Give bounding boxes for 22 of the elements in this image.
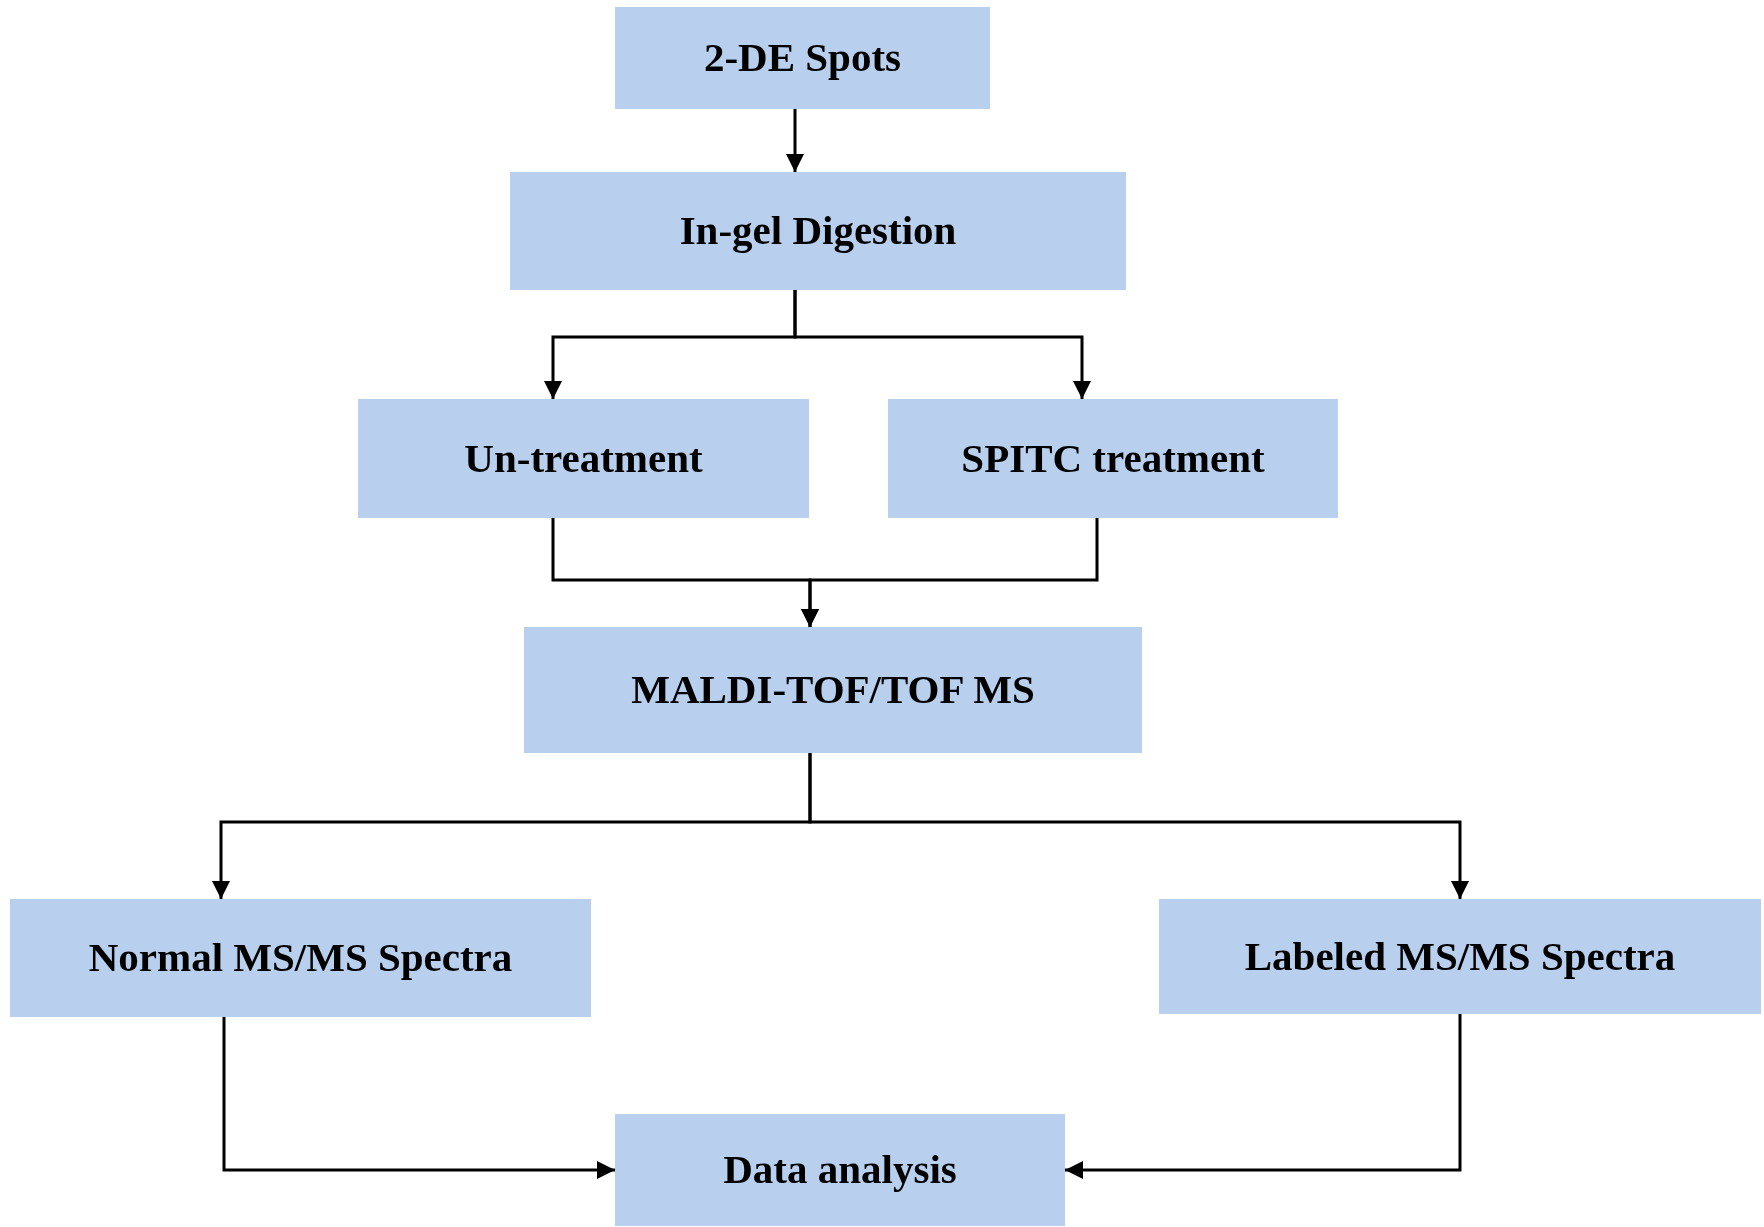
process-box (888, 399, 1338, 518)
box-label: Normal MS/MS Spectra (88, 933, 513, 983)
process-box (524, 627, 1142, 753)
arrow (786, 109, 804, 172)
process-box (510, 172, 1126, 290)
box-label: In-gel Digestion (679, 206, 957, 256)
box-label: Data analysis (723, 1145, 957, 1195)
process-box (1159, 899, 1761, 1014)
arrow (793, 290, 1091, 399)
process-box (615, 7, 990, 109)
box-label: MALDI-TOF/TOF MS (631, 665, 1035, 715)
box-label: SPITC treatment (961, 433, 1265, 483)
process-box (615, 1114, 1065, 1226)
process-box (358, 399, 809, 518)
arrow (808, 753, 1469, 899)
arrow (801, 518, 1099, 627)
box-label: Labeled MS/MS Spectra (1244, 931, 1676, 981)
box-label: 2-DE Spots (703, 33, 902, 83)
box-label: Un-treatment (464, 433, 703, 483)
arrow (222, 1017, 615, 1179)
arrow (1065, 1014, 1462, 1179)
process-box (10, 899, 591, 1017)
